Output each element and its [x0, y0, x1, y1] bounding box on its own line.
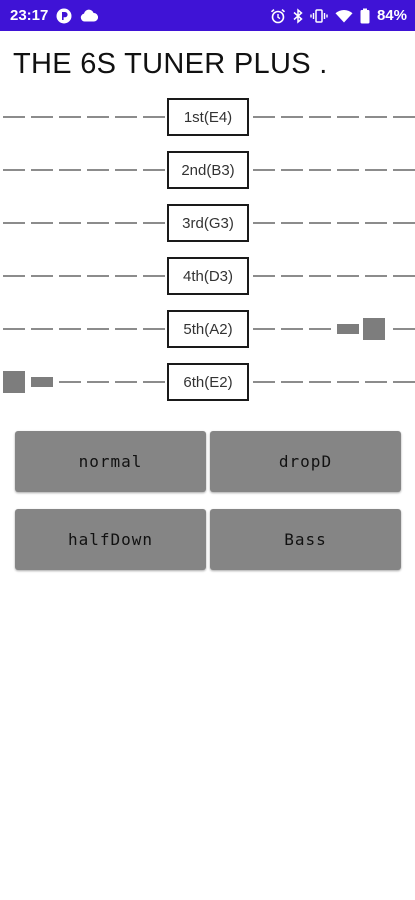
pitch-scale-tick — [143, 116, 165, 118]
bluetooth-icon — [293, 7, 303, 24]
string-row: 4th(D3) — [0, 257, 415, 295]
pitch-scale-tick — [59, 116, 81, 118]
pitch-scale-tick — [393, 116, 415, 118]
pitch-scale-tick — [31, 328, 53, 330]
pitch-scale-tick — [281, 328, 303, 330]
pitch-scale-tick — [59, 328, 81, 330]
pitch-scale-tick — [253, 275, 275, 277]
pitch-scale-tick — [115, 169, 137, 171]
string-label[interactable]: 4th(D3) — [167, 257, 249, 295]
pitch-scale-tick — [115, 275, 137, 277]
normal-tuning-button[interactable]: normal — [15, 431, 206, 492]
pitch-scale-tick — [309, 275, 331, 277]
pitch-scale-tick — [3, 169, 25, 171]
pitch-scale-tick — [337, 116, 359, 118]
string-label[interactable]: 5th(A2) — [167, 310, 249, 348]
pitch-scale-tick — [365, 275, 387, 277]
pitch-scale-tick — [31, 116, 53, 118]
pitch-scale-tick — [31, 222, 53, 224]
pitch-scale-tick — [143, 169, 165, 171]
sharp-deviation-marker — [363, 318, 385, 340]
pitch-scale-tick — [87, 381, 109, 383]
pitch-scale-tick — [3, 116, 25, 118]
string-row: 1st(E4) — [0, 98, 415, 136]
pitch-scale-tick — [59, 169, 81, 171]
pitch-scale-tick — [337, 275, 359, 277]
pitch-scale-tick — [115, 222, 137, 224]
pitch-scale-tick — [115, 328, 137, 330]
pitch-scale-tick — [59, 381, 81, 383]
pitch-scale-tick — [309, 116, 331, 118]
string-label[interactable]: 3rd(G3) — [167, 204, 249, 242]
pitch-scale-tick — [253, 381, 275, 383]
pitch-scale-tick — [393, 381, 415, 383]
vibrate-icon — [310, 8, 328, 23]
sharp-deviation-marker — [337, 324, 359, 334]
pitch-scale-tick — [3, 328, 25, 330]
app-notification-icon — [56, 8, 72, 24]
pitch-scale-tick — [281, 275, 303, 277]
pitch-scale-tick — [253, 222, 275, 224]
string-label[interactable]: 6th(E2) — [167, 363, 249, 401]
wifi-icon — [335, 9, 353, 23]
pitch-scale-tick — [87, 275, 109, 277]
pitch-scale-tick — [31, 275, 53, 277]
pitch-scale-tick — [31, 169, 53, 171]
cloud-icon — [80, 9, 99, 22]
pitch-scale-tick — [143, 275, 165, 277]
pitch-scale-tick — [253, 169, 275, 171]
pitch-scale-tick — [253, 328, 275, 330]
pitch-scale-tick — [365, 381, 387, 383]
pitch-scale-tick — [309, 222, 331, 224]
pitch-scale-tick — [59, 222, 81, 224]
pitch-scale-tick — [281, 381, 303, 383]
pitch-scale-tick — [3, 222, 25, 224]
pitch-scale-tick — [3, 275, 25, 277]
pitch-scale-tick — [337, 381, 359, 383]
pitch-scale-tick — [337, 222, 359, 224]
pitch-scale-tick — [281, 116, 303, 118]
flat-deviation-marker — [3, 371, 25, 393]
pitch-scale-tick — [281, 169, 303, 171]
pitch-scale-tick — [115, 116, 137, 118]
string-row: 5th(A2) — [0, 310, 415, 348]
battery-icon — [360, 8, 370, 24]
pitch-scale-tick — [143, 222, 165, 224]
flat-deviation-marker — [31, 377, 53, 387]
pitch-scale-tick — [143, 381, 165, 383]
pitch-scale-tick — [365, 169, 387, 171]
string-row: 2nd(B3) — [0, 151, 415, 189]
status-time: 23:17 — [10, 7, 49, 24]
string-row: 6th(E2) — [0, 363, 415, 401]
pitch-scale-tick — [59, 275, 81, 277]
alarm-icon — [270, 8, 286, 24]
pitch-scale-tick — [87, 116, 109, 118]
app-title: THE 6S TUNER PLUS . — [13, 48, 328, 80]
pitch-scale-tick — [365, 116, 387, 118]
string-label[interactable]: 2nd(B3) — [167, 151, 249, 189]
pitch-scale-tick — [393, 222, 415, 224]
pitch-scale-tick — [281, 222, 303, 224]
pitch-scale-tick — [253, 116, 275, 118]
pitch-scale-tick — [87, 222, 109, 224]
battery-level: 84% — [376, 7, 407, 24]
pitch-scale-tick — [337, 169, 359, 171]
string-label[interactable]: 1st(E4) — [167, 98, 249, 136]
pitch-scale-tick — [143, 328, 165, 330]
pitch-scale-tick — [309, 169, 331, 171]
pitch-scale-tick — [365, 222, 387, 224]
string-row: 3rd(G3) — [0, 204, 415, 242]
pitch-scale-tick — [309, 328, 331, 330]
dropd-tuning-button[interactable]: dropD — [210, 431, 401, 492]
pitch-scale-tick — [87, 169, 109, 171]
pitch-scale-tick — [393, 328, 415, 330]
status-bar: 23:17 84% — [0, 0, 415, 31]
pitch-scale-tick — [309, 381, 331, 383]
pitch-scale-tick — [115, 381, 137, 383]
halfdown-tuning-button[interactable]: halfDown — [15, 509, 206, 570]
pitch-scale-tick — [393, 169, 415, 171]
pitch-scale-tick — [87, 328, 109, 330]
pitch-scale-tick — [393, 275, 415, 277]
bass-tuning-button[interactable]: Bass — [210, 509, 401, 570]
